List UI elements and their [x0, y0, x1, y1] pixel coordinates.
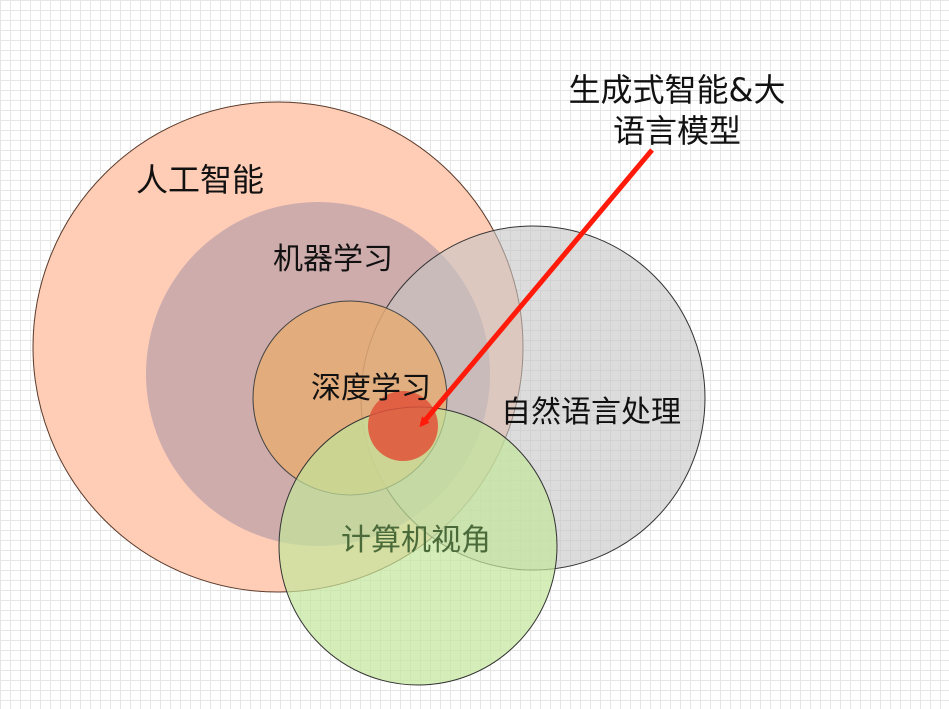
genai-label-line1: 生成式智能&大 [569, 71, 786, 109]
genai-circle [368, 391, 438, 461]
genai-arrow [419, 148, 654, 428]
ml-label: 机器学习 [273, 242, 393, 277]
dl-label: 深度学习 [311, 371, 431, 406]
genai-label-line2: 语言模型 [613, 112, 741, 150]
nlp-label: 自然语言处理 [501, 395, 681, 430]
cv-label: 计算机视角 [341, 523, 491, 558]
ai-label: 人工智能 [136, 161, 264, 199]
